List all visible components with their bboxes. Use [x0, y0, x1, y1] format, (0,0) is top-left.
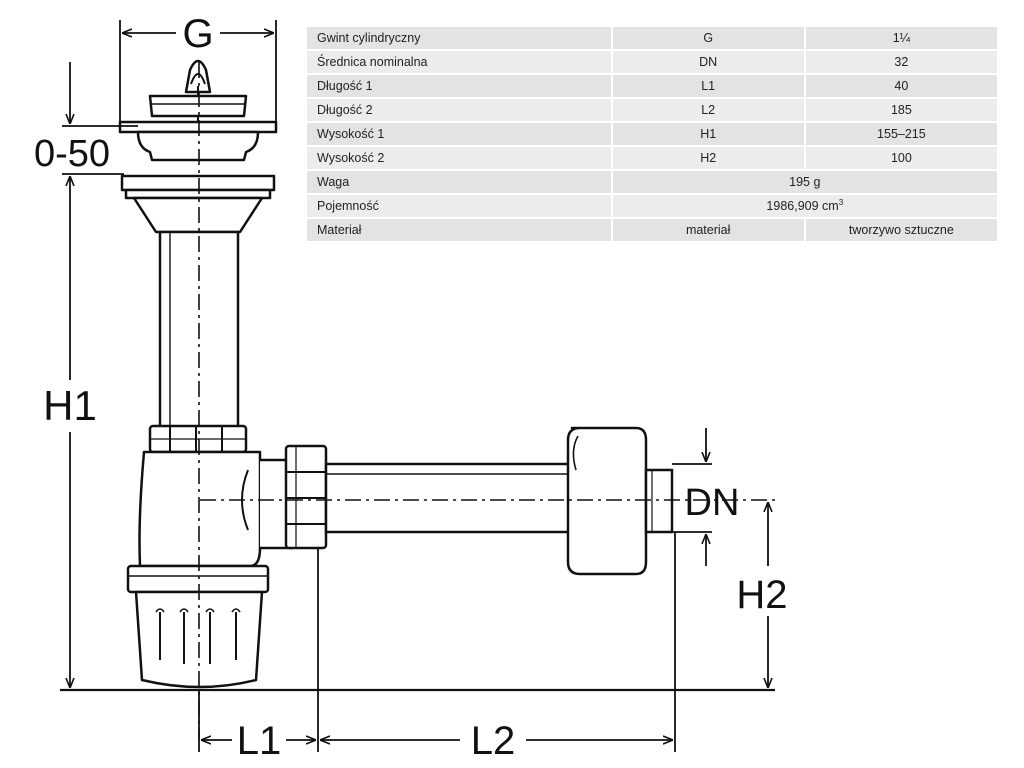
- spec-name: Materiał: [307, 219, 611, 241]
- horizontal-outlet-pipe: [324, 462, 572, 534]
- spec-name: Wysokość 2: [307, 147, 611, 169]
- spec-value-cell: 1986,909 cm3: [612, 195, 997, 217]
- siphon-bowl: [126, 450, 294, 689]
- table-row: Gwint cylindryczny G 1¼: [307, 27, 997, 49]
- spec-value: 32: [805, 51, 997, 73]
- table-row: Wysokość 1 H1 155–215: [307, 123, 997, 145]
- dimension-lines: [62, 20, 768, 752]
- spec-symbol: materiał: [612, 219, 804, 241]
- spec-name: Długość 2: [307, 99, 611, 121]
- spec-value: 155–215: [805, 123, 997, 145]
- label-h1: H1: [43, 382, 97, 429]
- table-row: Długość 1 L1 40: [307, 75, 997, 97]
- spec-value: 1¼: [805, 27, 997, 49]
- spec-value: 185: [805, 99, 997, 121]
- spec-symbol: L1: [612, 75, 804, 97]
- table-row-material: Materiał materiał tworzywo sztuczne: [307, 219, 997, 241]
- spec-name: Wysokość 1: [307, 123, 611, 145]
- spec-symbol: L2: [612, 99, 804, 121]
- spec-name: Gwint cylindryczny: [307, 27, 611, 49]
- label-range: 0-50: [34, 133, 110, 175]
- table-row: Długość 2 L2 185: [307, 99, 997, 121]
- label-dn: DN: [685, 482, 740, 524]
- table-row: Średnica nominalna DN 32: [307, 51, 997, 73]
- spec-value: 100: [805, 147, 997, 169]
- wall-rosette: [566, 426, 674, 576]
- spec-name: Pojemność: [307, 195, 611, 217]
- label-l2: L2: [471, 719, 516, 763]
- label-h2: H2: [736, 573, 787, 617]
- label-g: G: [182, 12, 213, 56]
- spec-value: 40: [805, 75, 997, 97]
- table-row: Wysokość 2 H2 100: [307, 147, 997, 169]
- table-row-waga: Waga 195 g: [307, 171, 997, 193]
- drain-strainer: [118, 59, 278, 162]
- vertical-inlet-pipe: [120, 174, 276, 430]
- specification-table: Gwint cylindryczny G 1¼ Średnica nominal…: [305, 25, 999, 243]
- unit-superscript: 3: [838, 198, 844, 208]
- spec-value: 195 g: [612, 171, 997, 193]
- spec-symbol: H2: [612, 147, 804, 169]
- spec-symbol: DN: [612, 51, 804, 73]
- spec-name: Długość 1: [307, 75, 611, 97]
- spec-name: Średnica nominalna: [307, 51, 611, 73]
- spec-value: 1986,909 cm: [766, 199, 839, 214]
- outlet-union-nut: [284, 444, 328, 550]
- upper-union-nut: [148, 424, 248, 454]
- table-row-pojemnosc: Pojemność 1986,909 cm3: [307, 195, 997, 217]
- label-l1: L1: [237, 719, 282, 763]
- spec-symbol: G: [612, 27, 804, 49]
- centre-lines: [198, 62, 780, 740]
- spec-name: Waga: [307, 171, 611, 193]
- spec-symbol: H1: [612, 123, 804, 145]
- spec-value: tworzywo sztuczne: [805, 219, 997, 241]
